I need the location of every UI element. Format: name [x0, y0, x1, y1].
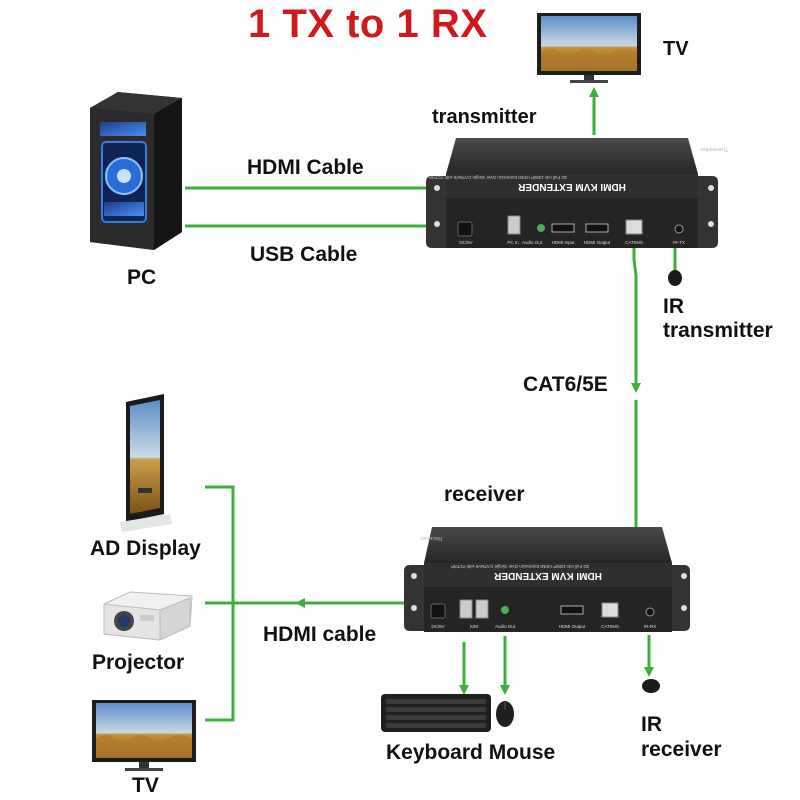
rx-port-label: DC/5V	[431, 624, 444, 629]
connection-lines	[185, 87, 677, 722]
ad-display-label: AD Display	[90, 537, 201, 560]
tv-bottom-label: TV	[132, 774, 159, 797]
keyboard-mouse-label: Keyboard Mouse	[386, 741, 556, 764]
tv-icon	[537, 13, 641, 83]
ad-display-icon	[120, 394, 172, 532]
ir-sensor-icon	[642, 679, 660, 693]
pc-tower-icon	[90, 92, 182, 250]
tx-port-label: CAT5e/6	[625, 240, 643, 245]
rx-port-label: IR-RX	[644, 624, 656, 629]
transmitter-port-labels: DC/5V PC In Audio Out HDMI Input HDMI Ou…	[459, 240, 685, 245]
receiver-port-labels: DC/5V K/M Audio Out HDMI Output CAT5e/6 …	[431, 624, 656, 629]
tx-port-label: IR-TX	[673, 240, 685, 245]
usb-cable-label: USB Cable	[250, 243, 358, 266]
rx-port-label: Audio Out	[495, 624, 516, 629]
tx-port-label: DC/5V	[459, 240, 472, 245]
transmitter-device	[426, 138, 718, 248]
rx-port-label: HDMI Output	[559, 624, 586, 629]
projector-label: Projector	[92, 651, 185, 674]
ir-transmitter-label-line2: transmitter	[663, 319, 773, 342]
tx-port-label: PC In	[507, 240, 519, 245]
ir-receiver-label-line2: receiver	[641, 738, 722, 761]
hdmi-cable-label: HDMI Cable	[247, 156, 364, 179]
ir-transmitter-label-line1: IR	[663, 295, 684, 318]
transmitter-label: transmitter	[432, 106, 537, 128]
receiver-device	[404, 527, 690, 632]
tv-icon	[92, 700, 196, 771]
pc-label: PC	[127, 266, 157, 289]
mouse-icon	[496, 701, 514, 727]
cat-cable-label: CAT6/5E	[523, 373, 608, 396]
rx-port-label: K/M	[470, 624, 478, 629]
ir-sensor-icon	[668, 270, 682, 286]
tv-top-label: TV	[663, 38, 689, 60]
keyboard-icon	[381, 694, 491, 732]
projector-icon	[103, 591, 193, 641]
receiver-label: receiver	[444, 483, 525, 506]
rx-port-label: CAT5e/6	[601, 624, 619, 629]
transmitter-subtitle: 3D Full HD 1080P HDMI Extension Over Sin…	[429, 175, 567, 180]
tx-port-label: Audio Out	[522, 240, 543, 245]
tx-port-label: HDMI Input	[552, 240, 576, 245]
tx-port-label: HDMI Output	[584, 240, 611, 245]
transmitter-side-label: Transmitter	[700, 146, 728, 152]
page-title: 1 TX to 1 RX	[248, 2, 488, 46]
receiver-side-label: Receiver	[420, 535, 442, 541]
receiver-subtitle: 3D Full HD 1080P HDMI Extension Over Sin…	[451, 564, 589, 569]
receiver-name: HDMI KVM EXTENDER	[493, 570, 602, 581]
transmitter-name: HDMI KVM EXTENDER	[517, 181, 626, 192]
cat-cable-arrow	[631, 245, 641, 393]
hdmi-cable-bottom-label: HDMI cable	[263, 623, 377, 646]
ir-receiver-label-line1: IR	[641, 713, 662, 736]
